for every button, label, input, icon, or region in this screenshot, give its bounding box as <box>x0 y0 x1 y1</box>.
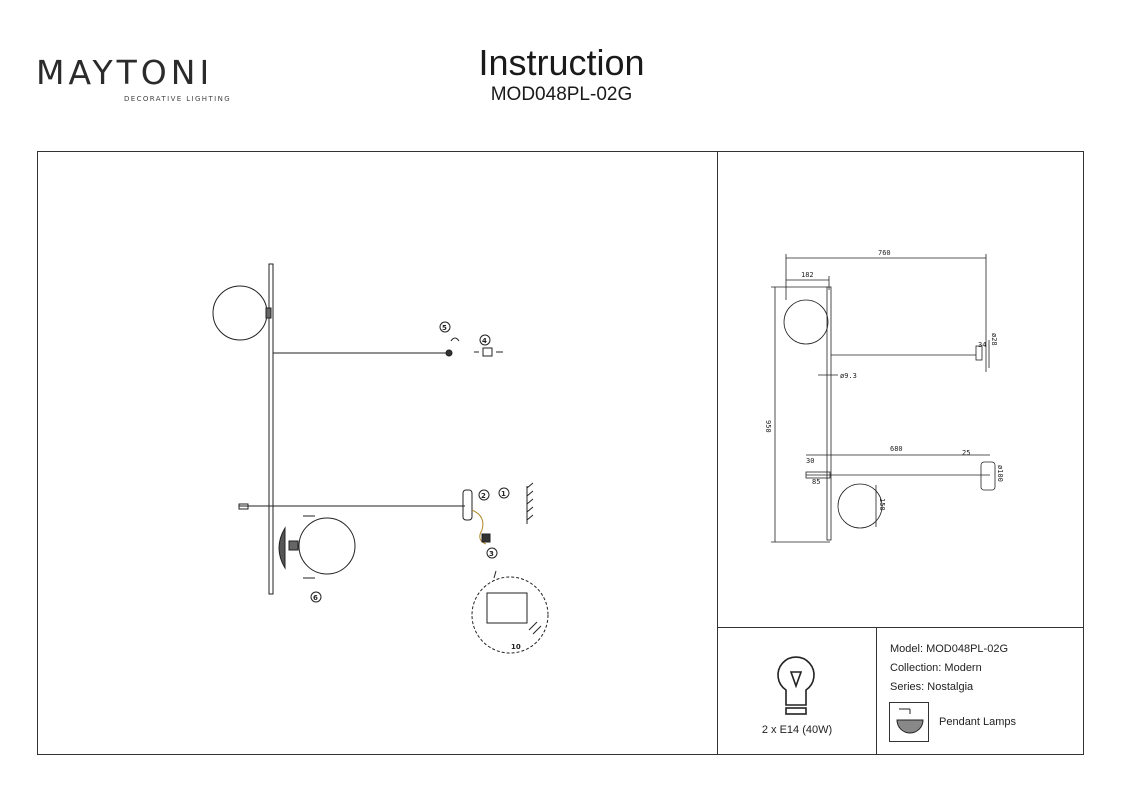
dim-label: 25 <box>962 449 970 457</box>
brand-logo: MAYTONI DECORATIVE LIGHTING <box>36 53 236 103</box>
dim-top-canopy <box>975 345 983 361</box>
spec-series: Series: Nostalgia <box>890 681 974 693</box>
spec-divider <box>876 627 877 755</box>
step-marker <box>486 547 498 559</box>
dim-label: ø28 <box>990 333 998 346</box>
dim-label: 182 <box>801 271 814 279</box>
step-label: 5 <box>442 324 447 332</box>
dim-label: ø100 <box>996 465 1004 482</box>
step-label: 1 <box>501 490 506 498</box>
step-marker <box>479 334 491 346</box>
spec-type: Pendant Lamps <box>939 716 1017 728</box>
bulb-spec: 2 x E14 (40W) <box>761 724 833 736</box>
dim-label: 150 <box>878 498 886 511</box>
spec-model: Model: MOD048PL-02G <box>890 643 1008 655</box>
top-canopy <box>445 349 453 357</box>
spec-collection: Collection: Modern <box>890 662 982 674</box>
part-clip <box>482 347 493 357</box>
bottom-globe <box>298 517 356 575</box>
step-marker <box>310 591 322 603</box>
step-label: 10 <box>511 643 521 651</box>
dim-label: 760 <box>878 249 891 257</box>
pointer <box>493 570 497 579</box>
step-marker <box>498 487 510 499</box>
brand-tagline: DECORATIVE LIGHTING <box>124 95 232 103</box>
step-label: 4 <box>482 337 487 345</box>
dim-label: 680 <box>890 445 903 453</box>
vertical-rod <box>268 263 274 595</box>
panel-divider-horizontal <box>717 627 1084 628</box>
dim-label: 85 <box>812 478 820 486</box>
dim-label: 30 <box>806 457 814 465</box>
model-code: MOD048PL-02G <box>490 84 633 105</box>
instruction-frame <box>37 151 1084 755</box>
top-socket <box>265 307 272 319</box>
dimension-drawing <box>771 254 996 543</box>
assembly-drawing <box>212 263 549 654</box>
step-label: 6 <box>313 594 318 602</box>
dim-label: 950 <box>764 420 772 433</box>
step-label: 3 <box>489 550 494 558</box>
dim-bottom-canopy <box>980 461 996 491</box>
driver-box <box>486 592 528 624</box>
panel-divider <box>717 151 718 755</box>
shade-half <box>278 526 286 570</box>
pendant-lamp-icon <box>896 708 924 734</box>
bulb-icon <box>777 656 815 715</box>
arm-cap <box>238 503 249 510</box>
dim-arm-cap <box>805 471 831 479</box>
step-markers: 5 4 1 2 3 6 10 <box>310 321 521 651</box>
bottom-socket <box>288 540 299 551</box>
wall-hatch <box>526 482 534 521</box>
step-marker <box>439 321 451 333</box>
bottom-canopy <box>462 489 473 521</box>
brand-name: MAYTONI <box>36 53 214 92</box>
part-hook <box>450 337 460 342</box>
dimension-labels: 760 182 950 ø9.3 34 ø28 680 25 30 85 150… <box>764 249 1004 511</box>
detail-circle <box>471 576 549 654</box>
tool-1 <box>528 621 538 631</box>
page-title: Instruction <box>478 42 645 83</box>
terminal <box>481 533 491 543</box>
step-label: 2 <box>481 492 486 500</box>
top-globe <box>212 285 268 341</box>
dim-bottom-globe <box>837 483 883 529</box>
dim-label: 34 <box>978 341 986 349</box>
tool-2 <box>532 625 542 635</box>
lamp-type-icon-box <box>889 702 929 742</box>
step-marker <box>478 489 490 501</box>
dim-label: ø9.3 <box>840 372 857 380</box>
dim-top-globe <box>783 299 829 345</box>
